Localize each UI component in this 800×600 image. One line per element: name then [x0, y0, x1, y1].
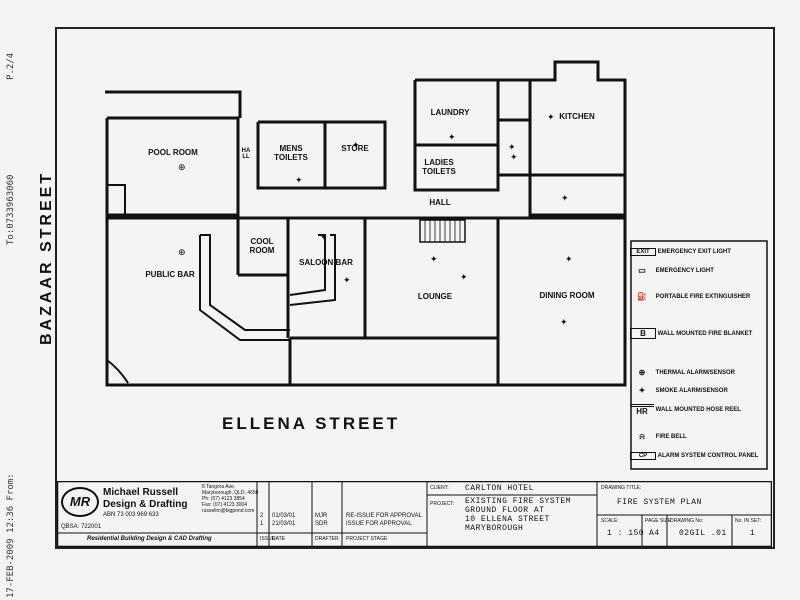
smoke-alarm-icon: ✦ — [565, 255, 573, 265]
smoke-alarm-icon: ✦ — [638, 386, 646, 395]
rev-header-issue: ISSUE — [260, 536, 276, 542]
room-ladies-toilets: LADIES TOILETS — [422, 158, 456, 176]
drawing-title: FIRE SYSTEM PLAN — [617, 498, 702, 507]
exit-sign-icon: EXIT — [630, 248, 656, 256]
rev-stage: ISSUE FOR APPROVAL — [346, 521, 412, 527]
firm-abn: ABN 73 003 969 633 — [103, 512, 159, 518]
control-panel-icon: CP — [630, 452, 656, 460]
rev-drafter: SDR — [315, 521, 328, 527]
firm-sub: Design & Drafting — [103, 499, 188, 510]
thermal-alarm-icon: ⊕ — [178, 163, 186, 173]
firm-name: Michael Russell — [103, 487, 179, 498]
hose-reel-icon: HR — [630, 404, 654, 416]
street-ellena: ELLENA STREET — [222, 414, 401, 433]
rev-header-stage: PROJECT STAGE — [346, 536, 388, 542]
rev-date: 21/03/01 — [272, 521, 296, 527]
rev-issue: 1 — [260, 521, 264, 527]
smoke-alarm-icon: ✦ — [343, 276, 351, 286]
plan-symbols: ⊕ ⊕ ✦ ✦ ✦ ✦ ✦ ✦ ✦ ✦ ✦ ✦ ✦ ✦ ✦ — [178, 113, 573, 328]
rev-date: 01/03/01 — [272, 513, 296, 519]
smoke-alarm-icon: ✦ — [547, 113, 555, 123]
legend-item-fire-bell: ⍾ FIRE BELL — [630, 432, 686, 442]
firm-phone: Ph: (07) 4123 3854 — [202, 496, 245, 502]
project-line: MARYBOROUGH — [465, 524, 524, 533]
legend-item-thermal: ⊕ THERMAL ALARM/SENSOR — [630, 368, 735, 377]
project-line: 10 ELLENA STREET — [465, 515, 550, 524]
rev-drafter: MJR — [315, 513, 328, 519]
room-lounge: LOUNGE — [417, 292, 453, 301]
smoke-alarm-icon: ✦ — [430, 255, 438, 265]
room-public-bar: PUBLIC BAR — [145, 270, 195, 279]
room-pool-room: POOL ROOM — [148, 148, 198, 157]
firm-address-1: 8 Tangora Ave, — [202, 484, 236, 490]
drawing-title-label: DRAWING TITLE: — [601, 485, 642, 491]
page-size-value: A4 — [649, 529, 660, 538]
emergency-light-icon: ▭ — [638, 266, 646, 275]
room-saloon-bar: SALOON BAR — [299, 258, 353, 267]
scale-value: 1 : 150 — [607, 529, 645, 538]
legend: EXIT EMERGENCY EXIT LIGHT ▭ EMERGENCY LI… — [630, 240, 770, 472]
street-bazaar: BAZAAR STREET — [38, 170, 55, 345]
thermal-alarm-icon: ⊕ — [178, 248, 186, 258]
client-name: CARLTON HOTEL — [465, 484, 534, 493]
drawing-no-value: 02GIL .01 — [679, 529, 727, 538]
drawing-no-label: DRAWING No: — [670, 518, 704, 524]
fire-extinguisher-icon: ⛽ — [637, 292, 647, 301]
project-label: PROJECT: — [430, 501, 455, 507]
firm-logo: MR — [61, 487, 99, 517]
no-in-set-label: No. IN SET: — [735, 518, 762, 524]
firm-email: russellm@bigpond.com — [202, 508, 255, 514]
room-hall: HALL — [429, 198, 451, 207]
smoke-alarm-icon: ✦ — [508, 143, 516, 153]
scale-label: SCALE: — [601, 518, 619, 524]
smoke-alarm-icon: ✦ — [448, 133, 456, 143]
firm-qbsa: QBSA: 722001 — [61, 524, 102, 530]
fire-bell-icon: ⍾ — [639, 432, 645, 441]
stair-lines — [424, 220, 461, 242]
smoke-alarm-icon: ✦ — [560, 318, 568, 328]
walls — [105, 60, 627, 387]
rev-stage: RE-ISSUE FOR APPROVAL — [346, 513, 422, 519]
room-store: STORE — [341, 144, 369, 153]
no-in-set-value: 1 — [750, 529, 756, 538]
legend-item-control-panel: CP ALARM SYSTEM CONTROL PANEL — [630, 452, 758, 460]
firm-address-2: Maryborough, QLD, 4650 — [202, 490, 259, 496]
legend-item-smoke: ✦ SMOKE ALARM/SENSOR — [630, 386, 728, 395]
room-kitchen: KITCHEN — [559, 112, 595, 121]
smoke-alarm-icon: ✦ — [460, 273, 468, 283]
title-block: MR Michael Russell Design & Drafting ABN… — [57, 481, 772, 547]
page-size-label: PAGE SIZE: — [645, 518, 673, 524]
rev-issue: 2 — [260, 513, 264, 519]
drawing-border — [55, 27, 775, 549]
firm-tagline: Residential Building Design & CAD Drafti… — [87, 536, 212, 542]
legend-item-hose-reel: HR WALL MOUNTED HOSE REEL — [630, 404, 741, 416]
rev-header-date: DATE — [272, 536, 285, 542]
smoke-alarm-icon: ✦ — [510, 153, 518, 163]
smoke-alarm-icon: ✦ — [295, 176, 303, 186]
legend-item-exit: EXIT EMERGENCY EXIT LIGHT — [630, 248, 731, 256]
smoke-alarm-icon: ✦ — [320, 233, 328, 243]
smoke-alarm-icon: ✦ — [352, 141, 360, 151]
room-laundry: LAUNDRY — [430, 108, 470, 117]
room-cool-room: COOL ROOM — [249, 237, 275, 255]
legend-item-blanket: B WALL MOUNTED FIRE BLANKET — [630, 328, 752, 339]
thermal-alarm-icon: ⊕ — [638, 368, 646, 377]
project-line: GROUND FLOOR AT — [465, 506, 545, 515]
legend-item-extinguisher: ⛽ PORTABLE FIRE EXTINGUISHER — [630, 292, 750, 301]
rev-header-drafter: DRAFTER — [315, 536, 339, 542]
room-dining-room: DINING ROOM — [539, 291, 595, 300]
project-line: EXISTING FIRE SYSTEM — [465, 497, 572, 506]
firm-fax: Fax: (07) 4123 3004 — [202, 502, 248, 508]
room-hall-left: HALL — [241, 148, 251, 160]
legend-item-emergency-light: ▭ EMERGENCY LIGHT — [630, 266, 714, 275]
smoke-alarm-icon: ✦ — [561, 194, 569, 204]
client-label: CLIENT: — [430, 485, 449, 491]
fire-blanket-icon: B — [630, 328, 656, 339]
room-mens-toilets: MENS TOILETS — [274, 144, 308, 162]
